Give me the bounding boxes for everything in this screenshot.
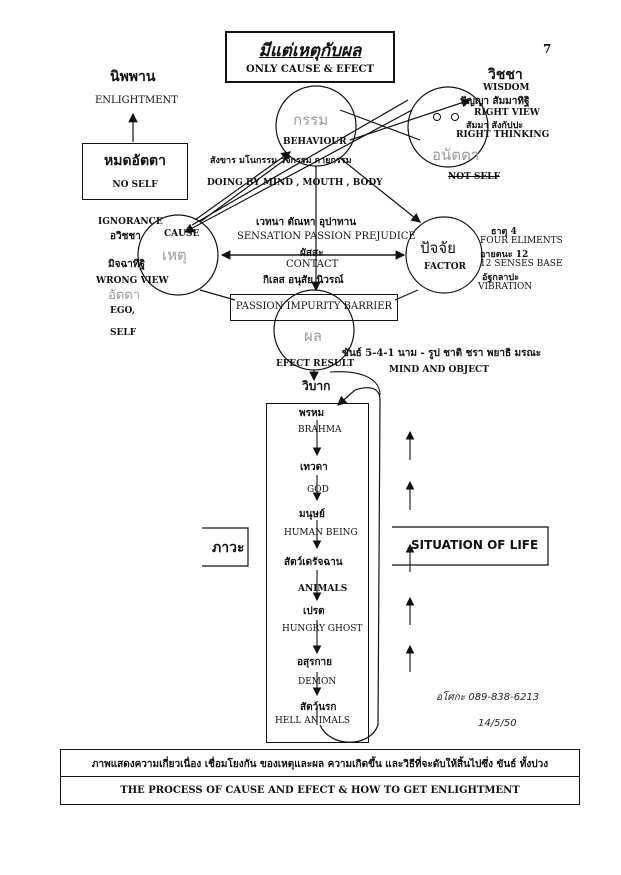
realm-thai: อสุรกาย xyxy=(297,657,333,668)
senses-en: 12 SENSES BASE xyxy=(480,259,563,269)
signature-phone: อโศกะ 089-838-6213 xyxy=(436,692,540,703)
anatta-thai: อนัตตา xyxy=(432,146,480,164)
right-thinking-thai: สัมมา สังกัปปะ xyxy=(466,121,524,131)
signature-date: 14/5/50 xyxy=(478,718,517,729)
footer-english: THE PROCESS OF CAUSE AND EFECT & HOW TO … xyxy=(120,785,520,796)
title-english: ONLY CAUSE & EFECT xyxy=(246,64,374,75)
nirvana-thai: นิพพาน xyxy=(110,69,156,85)
ignorance-thai: อวิชชา xyxy=(110,231,141,242)
footer-thai: ภาพแสดงความเกี่ยวเนื่อง เชื่อมโยงกัน ของ… xyxy=(91,759,549,770)
factor-circle xyxy=(405,216,483,294)
cause-circle xyxy=(137,214,219,296)
vipaka-thai: วิบาก xyxy=(302,379,331,393)
behaviour-types-en: DOING BY MIND , MOUTH , BODY xyxy=(207,178,383,188)
realm-en: GOD xyxy=(307,485,329,495)
contact-en: CONTACT xyxy=(286,259,339,270)
realm-thai: สัตว์เดรัจฉาน xyxy=(284,557,343,568)
realm-en: HUNGRY GHOST xyxy=(282,624,363,634)
realm-thai: มนุษย์ xyxy=(299,509,325,520)
contact-thai: ผัสสะ xyxy=(300,248,324,259)
realm-thai: พรหม xyxy=(299,408,325,419)
behaviour-thai: กรรม xyxy=(293,111,329,129)
senses-thai: อายตนะ 12 xyxy=(480,250,529,260)
wisdom-en: WISDOM xyxy=(483,83,530,93)
title-thai: มีแต่เหตุกับผล xyxy=(258,41,362,61)
vibration-en: VIBRATION xyxy=(478,282,533,292)
sensation-thai: เวทนา ตัณหา อุปาทาน xyxy=(256,217,357,228)
vibration-thai: อัฐกลาปะ xyxy=(482,273,519,283)
realm-en: HELL ANIMALS xyxy=(275,716,351,726)
right-view-thai: ปัญญา สัมมาทิฐิ xyxy=(460,96,530,107)
bhava-label: ภาวะ xyxy=(212,540,245,556)
realm-thai: เปรต xyxy=(303,606,325,617)
self-en: SELF xyxy=(110,328,137,338)
sensation-en: SENSATION PASSION PREJUDICE xyxy=(237,231,416,242)
effect-thai: ผล xyxy=(304,327,322,345)
passion-box xyxy=(230,294,398,321)
elements-en: FOUR ELIMENTS xyxy=(480,236,563,246)
realm-en: BRAHMA xyxy=(298,425,342,435)
no-self-box xyxy=(82,143,188,200)
effect-en: EFECT RESULT xyxy=(276,359,355,369)
mind-object-thai: ขันธ์ 5-4-1 นาม - รูป ชาติ ชรา พยาธิ มรณ… xyxy=(342,348,542,359)
cause-thai: เหตุ xyxy=(162,246,187,264)
realm-thai: สัตว์นรก xyxy=(300,702,337,713)
situation-label: SITUATION OF LIFE xyxy=(411,538,539,552)
realm-en: HUMAN BEING xyxy=(284,528,358,538)
ego-en: EGO, xyxy=(110,306,135,316)
ignorance-en: IGNORANCE xyxy=(98,217,163,227)
wisdom-thai: วิชชา xyxy=(488,67,523,83)
enlightment-label: ENLIGHTMENT xyxy=(95,95,178,106)
not-self-en: NOT SELF xyxy=(448,172,500,182)
no-self-en: NO SELF xyxy=(112,180,158,190)
elements-thai: ธาตุ 4 xyxy=(491,227,517,237)
realm-thai: เทวดา xyxy=(300,462,328,473)
no-self-thai: หมดอัตตา xyxy=(103,153,166,169)
cause-en: CAUSE xyxy=(164,229,200,239)
right-view-en: RIGHT VIEW xyxy=(474,108,540,118)
atta-thai: อัตตา xyxy=(108,288,140,303)
realm-en: DEMON xyxy=(298,677,337,687)
factor-thai: ปัจจัย xyxy=(420,239,456,257)
passion-box-label: PASSION IMPURITY BARRIER xyxy=(235,301,393,312)
wrong-view-en: WRONG VIEW xyxy=(96,276,169,286)
mind-object-en: MIND AND OBJECT xyxy=(389,365,489,375)
page-number: 7 xyxy=(543,42,552,56)
behaviour-types-thai: สังขาร มโนกรรม วจีกรรม กายกรรม xyxy=(210,156,352,166)
realms-box xyxy=(266,403,369,743)
factor-en: FACTOR xyxy=(424,262,467,272)
behaviour-en: BEHAVIOUR xyxy=(283,137,347,147)
realm-en: ANIMALS xyxy=(298,584,348,594)
wrong-view-thai: มิจฉาทิฐิ xyxy=(108,259,145,270)
wisdom-circle xyxy=(407,86,489,168)
title-box xyxy=(225,31,395,83)
right-thinking-en: RIGHT THINKING xyxy=(456,130,550,140)
kilesa-thai: กิเลส อนุสัย นิวรณ์ xyxy=(263,275,344,286)
footer-divider xyxy=(60,749,580,777)
